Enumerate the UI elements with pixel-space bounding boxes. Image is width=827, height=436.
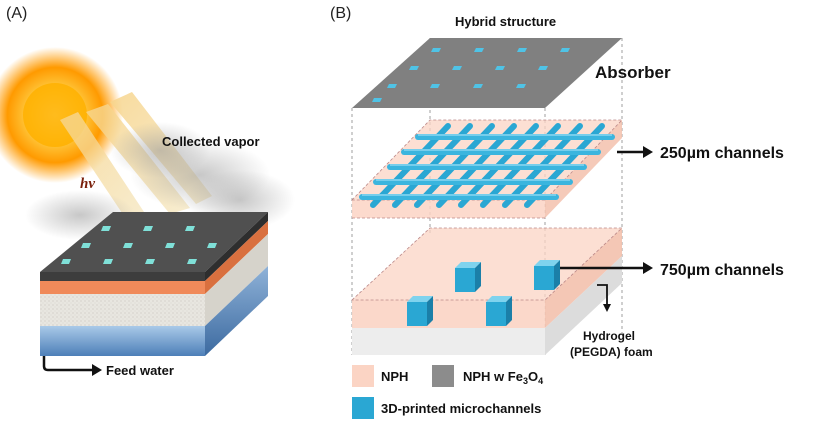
hydrogel-front (352, 328, 545, 355)
legend-nph-swatch (352, 365, 374, 387)
cube-1 (455, 262, 481, 292)
channels-250-horizontal (359, 134, 615, 200)
feed-water-arrow (42, 356, 92, 372)
panel-b-label: (B) (330, 5, 351, 22)
hydrogel-side (545, 256, 622, 355)
absorber-plate (352, 38, 622, 108)
legend-nph-fe-sub1: 3 (523, 376, 528, 386)
bottom-layer-outline (350, 227, 624, 301)
panel-a: (A) Collected vapor hv (0, 5, 295, 378)
feed-water-label: Feed water (106, 363, 174, 378)
legend-nph-label: NPH (381, 369, 408, 384)
channels-250-label: 250µm channels (660, 145, 784, 162)
hydrogel-pointer (597, 284, 608, 306)
middle-layer-front (352, 200, 545, 218)
middle-layer-outline (351, 119, 623, 219)
top-squares (61, 226, 217, 264)
channel-highlights (362, 134, 612, 196)
cube-2 (534, 260, 560, 290)
arrow-750-head (643, 262, 653, 274)
hydrogel-label-line2: (PEGDA) foam (570, 345, 653, 359)
foam-layer-front (40, 294, 205, 326)
cube-3 (407, 296, 433, 326)
legend-nph-fe-swatch (432, 365, 454, 387)
absorber-squares (372, 48, 570, 102)
orange-layer-side (205, 221, 268, 294)
absorber-side (205, 212, 268, 281)
channels-750-cubes (407, 260, 560, 326)
legend-nph-fe-sub2: 4 (538, 376, 543, 386)
legend-microchannel-swatch (352, 397, 374, 419)
channels-750-label: 750µm channels (660, 262, 784, 279)
absorber-label: Absorber (595, 63, 671, 82)
water-layer-side (205, 266, 268, 356)
orange-layer-front (40, 281, 205, 294)
absorber-top-face (40, 212, 268, 272)
legend-nph-fe-mid: O (528, 369, 538, 384)
water-layer-front (40, 326, 205, 356)
collected-vapor-label: Collected vapor (162, 134, 260, 149)
hybrid-structure-label: Hybrid structure (455, 14, 556, 29)
foam-layer-side (205, 234, 268, 326)
panel-b: (B) Hybrid structure Absorber (330, 5, 784, 419)
absorber-front (40, 272, 205, 281)
cube-4 (486, 296, 512, 326)
legend-nph-fe-label: NPH w Fe3O4 (463, 369, 543, 386)
arrow-250-head (643, 146, 653, 158)
legend: NPH NPH w Fe3O4 3D-printed microchannels (352, 365, 543, 419)
photon-label: hv (80, 176, 95, 192)
hydrogel-label-line1: Hydrogel (583, 329, 635, 343)
legend-microchannel-label: 3D-printed microchannels (381, 401, 541, 416)
bottom-nph-side (545, 228, 622, 328)
panel-a-label: (A) (6, 5, 27, 22)
legend-nph-fe-prefix: NPH w Fe (463, 369, 523, 384)
bottom-nph-front (352, 300, 545, 328)
